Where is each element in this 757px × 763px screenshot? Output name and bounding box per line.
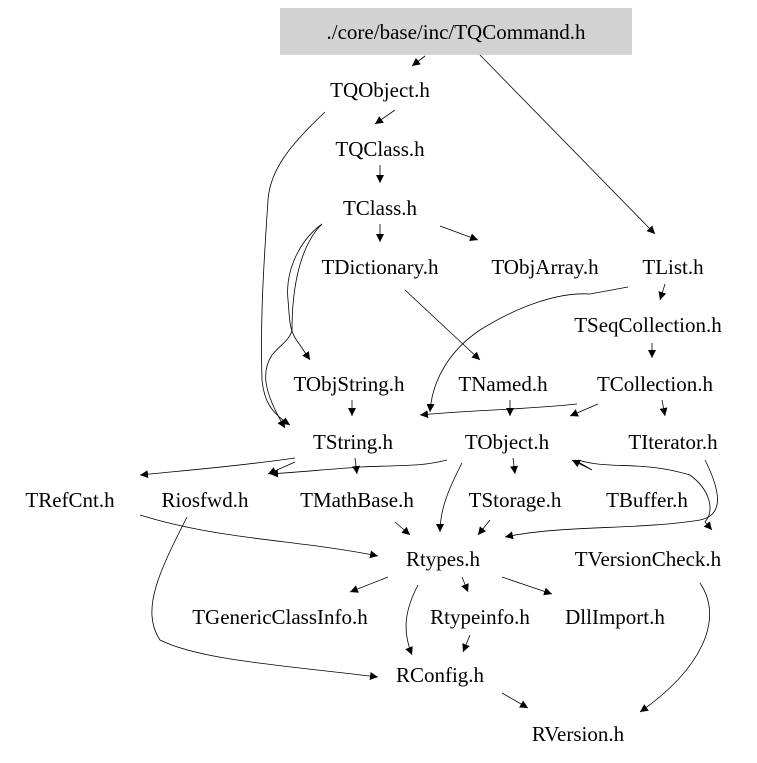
node-tstorage[interactable]: TStorage.h xyxy=(469,488,562,512)
edge-tclass-to-tobjarray xyxy=(439,225,479,241)
node-tqclass[interactable]: TQClass.h xyxy=(335,137,425,161)
edge-tobject-to-tversioncheck xyxy=(577,459,713,531)
edge-tobject-to-tstorage xyxy=(510,457,518,475)
edge-tobject-to-riosfwd xyxy=(269,459,448,478)
edge-tqobject-to-tstring xyxy=(261,111,326,426)
node-trefcnt[interactable]: TRefCnt.h xyxy=(25,488,115,512)
edge-rtypes-to-tgenericclassinfo xyxy=(349,576,389,593)
node-tnamed[interactable]: TNamed.h xyxy=(458,372,548,396)
edge-tcollection-to-titerator xyxy=(659,399,668,417)
node-tclass[interactable]: TClass.h xyxy=(343,196,418,220)
node-dllimport[interactable]: DllImport.h xyxy=(565,605,665,629)
node-tdictionary[interactable]: TDictionary.h xyxy=(321,255,439,279)
node-rconfig[interactable]: RConfig.h xyxy=(396,663,485,687)
edge-tqobject-to-tqclass xyxy=(374,109,396,125)
edge-tclass-to-tstring xyxy=(265,223,323,429)
edge-tdictionary-to-tnamed xyxy=(404,289,481,361)
edge-titerator-to-rtypes xyxy=(504,459,718,540)
edge-rtypeinfo-to-rconfig xyxy=(462,634,471,653)
node-tobjstring[interactable]: TObjString.h xyxy=(293,372,405,396)
edges xyxy=(139,54,718,713)
edge-tstring-to-tmathbase xyxy=(352,457,360,475)
edge-rtypes-to-dllimport xyxy=(501,576,553,596)
node-tbuffer[interactable]: TBuffer.h xyxy=(606,488,688,512)
node-tmathbase[interactable]: TMathBase.h xyxy=(300,488,414,512)
edge-tlist-to-tstring xyxy=(426,286,629,413)
root-node-box[interactable] xyxy=(280,8,632,55)
node-tobjarray[interactable]: TObjArray.h xyxy=(491,255,599,279)
node-tcollection[interactable]: TCollection.h xyxy=(597,372,714,396)
node-tversioncheck[interactable]: TVersionCheck.h xyxy=(575,547,722,571)
root-node-label[interactable]: ./core/base/inc/TQCommand.h xyxy=(327,20,586,44)
edge-tobject-to-rtypes xyxy=(436,462,463,533)
edge-rtypes-to-rconfig xyxy=(405,584,419,656)
node-tlist[interactable]: TList.h xyxy=(642,255,704,279)
node-tgenericclassinfo[interactable]: TGenericClassInfo.h xyxy=(192,605,368,629)
edge-tmathbase-to-rtypes xyxy=(394,521,411,536)
edge-rconfig-to-rversion xyxy=(501,692,529,709)
edge-tqcommand-to-tqobject xyxy=(411,55,426,67)
edge-riosfwd-to-rconfig xyxy=(151,516,379,680)
node-tobject[interactable]: TObject.h xyxy=(465,430,550,454)
node-rtypeinfo[interactable]: Rtypeinfo.h xyxy=(430,605,530,629)
edge-rtypes-to-rtypeinfo xyxy=(461,576,469,593)
node-tseqcollection[interactable]: TSeqCollection.h xyxy=(574,313,722,337)
edge-tstorage-to-rtypes xyxy=(477,519,491,536)
node-riosfwd[interactable]: Riosfwd.h xyxy=(162,488,249,512)
node-rversion[interactable]: RVersion.h xyxy=(532,722,625,746)
edge-tversioncheck-to-rversion xyxy=(639,582,710,713)
node-rtypes[interactable]: Rtypes.h xyxy=(406,547,481,571)
edge-tcollection-to-tstring xyxy=(419,403,578,419)
edge-tcollection-to-tobject xyxy=(569,403,599,417)
node-tqobject[interactable]: TQObject.h xyxy=(330,78,430,102)
node-titerator[interactable]: TIterator.h xyxy=(628,430,718,454)
edge-tlist-to-tseqcollection xyxy=(658,283,667,301)
edge-tclass-to-tobjstring xyxy=(287,223,323,361)
node-tstring[interactable]: TString.h xyxy=(313,430,393,454)
nodes: ./core/base/inc/TQCommand.h TQObject.hTQ… xyxy=(25,8,722,746)
edge-tqcommand-to-tlist xyxy=(479,54,656,235)
edge-tobject-to-tbuffer xyxy=(572,460,593,471)
edge-tstring-to-trefcnt xyxy=(139,457,296,479)
edge-trefcnt-to-rtypes xyxy=(139,514,379,559)
